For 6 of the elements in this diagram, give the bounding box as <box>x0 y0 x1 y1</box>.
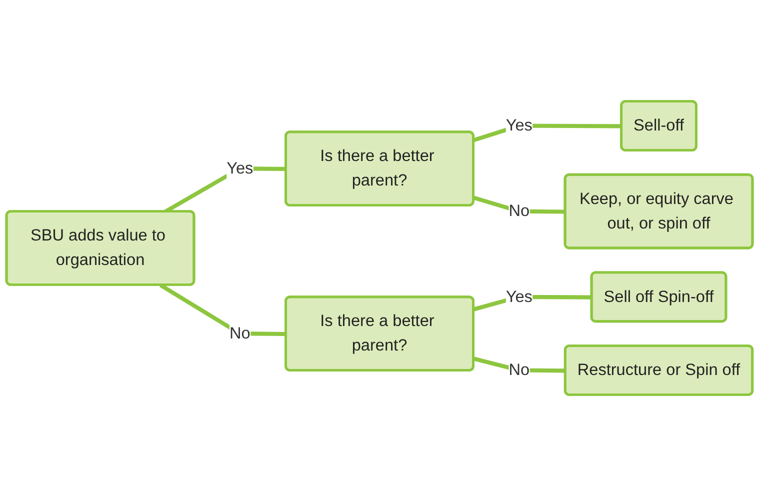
edge-label: Yes <box>506 288 532 306</box>
edge-label: No <box>508 361 530 380</box>
edge-label: No <box>229 324 250 343</box>
edge-label: Yes <box>226 160 254 178</box>
edge-label: No <box>508 202 530 220</box>
edge-label: Yes <box>506 116 532 135</box>
